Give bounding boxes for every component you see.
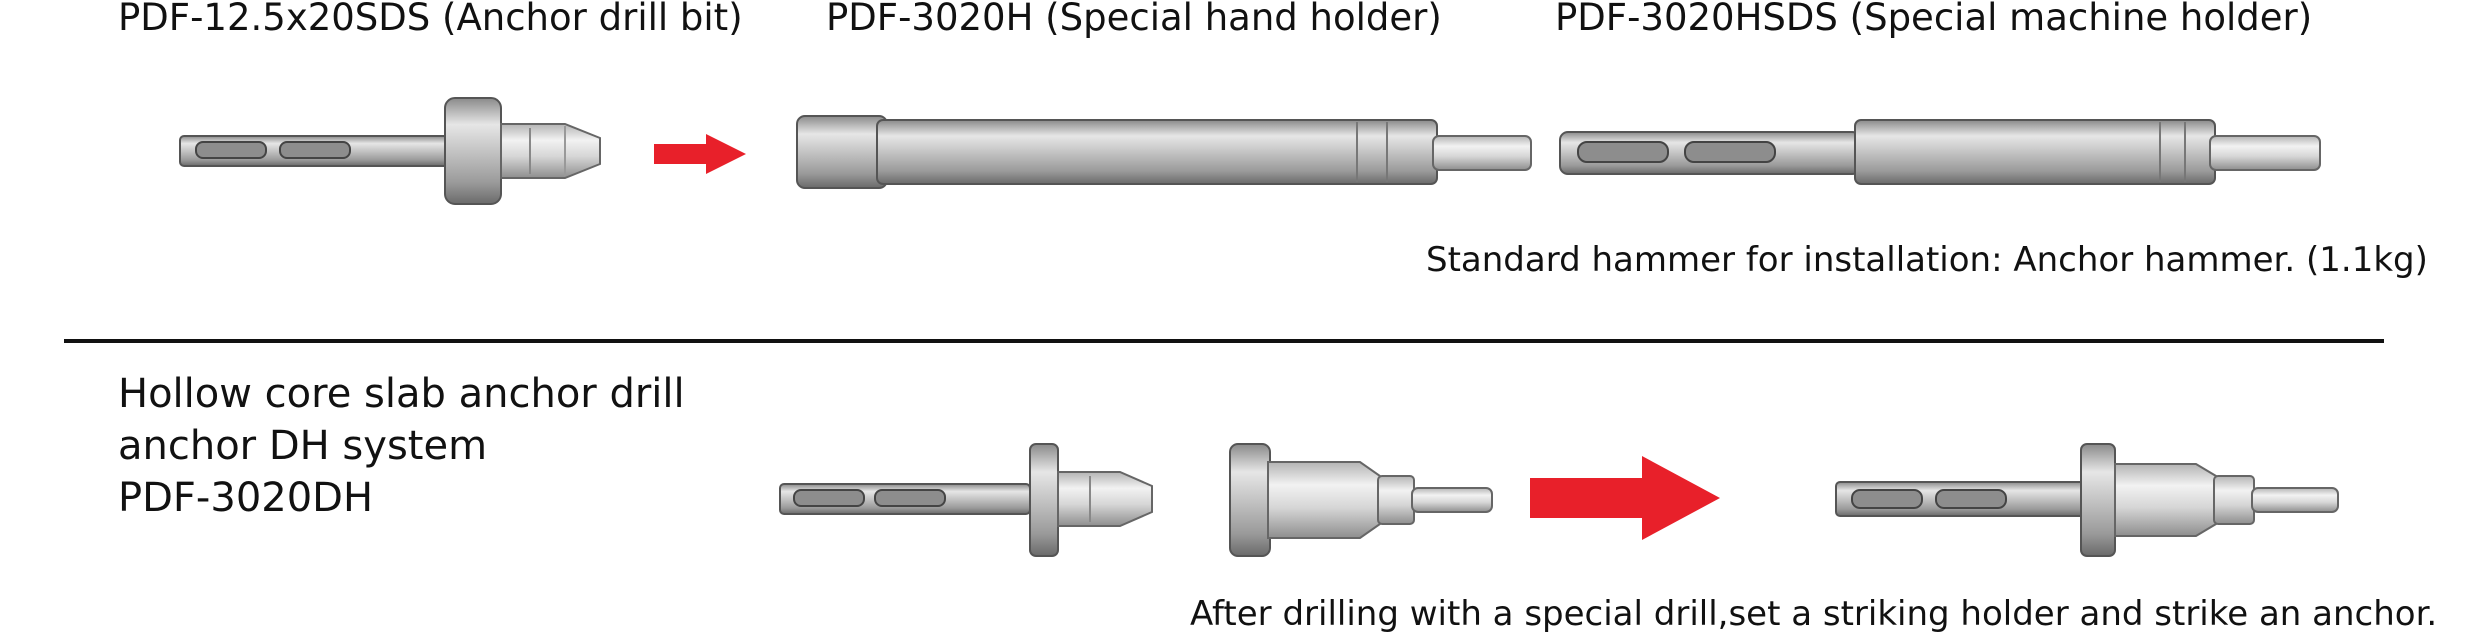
- striking-holder-icon: [1229, 443, 1493, 557]
- heading-line-2: anchor DH system: [118, 423, 488, 469]
- hand-holder-icon: [796, 115, 1532, 189]
- drill-bit-icon: [179, 97, 601, 205]
- arrow-right-icon: [1530, 456, 1720, 540]
- assembled-tool-icon: [1835, 443, 2339, 557]
- machine-holder-title: PDF-3020HSDS (Special machine holder): [1555, 0, 2313, 39]
- section-divider: [64, 339, 2384, 343]
- heading-line-3: PDF-3020DH: [118, 475, 374, 521]
- heading-line-1: Hollow core slab anchor drill: [118, 371, 685, 417]
- machine-holder-icon: [1559, 119, 2321, 185]
- hammer-note: Standard hammer for installation: Anchor…: [1426, 240, 2428, 280]
- hand-holder-title: PDF-3020H (Special hand holder): [826, 0, 1442, 39]
- drill-bit-title: PDF-12.5x20SDS (Anchor drill bit): [118, 0, 743, 39]
- drill-bit-icon: [779, 443, 1153, 557]
- arrow-right-icon: [654, 134, 746, 174]
- procedure-note: After drilling with a special drill,set …: [1190, 594, 2438, 634]
- dh-system-heading: Hollow core slab anchor drill anchor DH …: [118, 368, 685, 524]
